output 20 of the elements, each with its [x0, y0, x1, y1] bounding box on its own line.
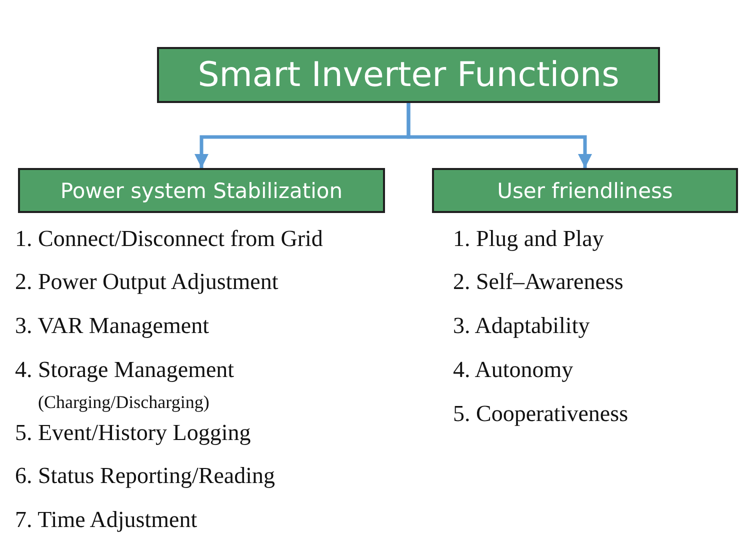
- box-title: User friendliness: [497, 178, 673, 202]
- list-item: 6. Status Reporting/Reading: [15, 463, 276, 489]
- category-box: [157, 47, 660, 103]
- category-box: [432, 168, 738, 213]
- item-note: (Charging/Discharging): [38, 392, 210, 413]
- list-item: 4. Autonomy: [453, 357, 574, 383]
- list-item: 2. Power Output Adjustment: [15, 269, 278, 295]
- list-item: 3. Adaptability: [453, 313, 590, 339]
- list-item: 7. Time Adjustment: [15, 507, 198, 533]
- list-item: 2. Self–Awareness: [453, 269, 624, 295]
- list-item: 1. Plug and Play: [453, 226, 604, 252]
- list-item: 1. Connect/Disconnect from Grid: [15, 226, 323, 252]
- box-title: Power system Stabilization: [60, 178, 343, 202]
- list-item: 5. Cooperativeness: [453, 401, 628, 427]
- connector-arrow: [406, 103, 592, 168]
- box-title: Smart Inverter Functions: [198, 55, 620, 95]
- category-box: [18, 168, 385, 213]
- list-item: 5. Event/History Logging: [15, 420, 251, 446]
- list-item: 3. VAR Management: [15, 313, 209, 339]
- list-item: 4. Storage Management: [15, 357, 234, 383]
